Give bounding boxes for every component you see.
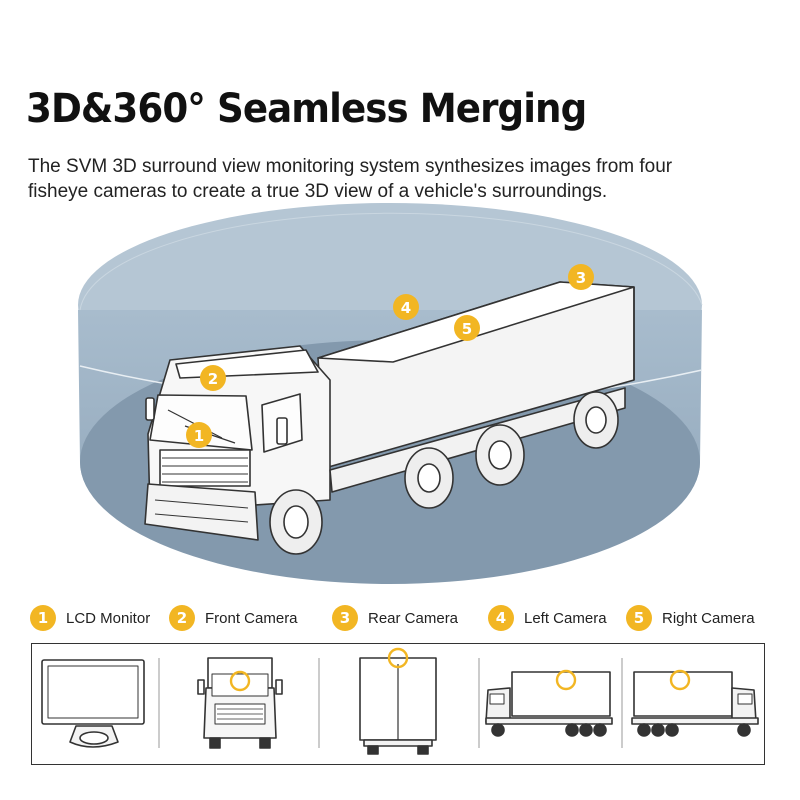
legend-item-left-camera: 4 Left Camera xyxy=(488,604,607,632)
marker-1: 1 xyxy=(186,422,212,448)
rear-camera-highlight xyxy=(387,647,409,669)
rear-camera-truck-rear-icon xyxy=(359,647,437,755)
page-title: 3D&360° Seamless Merging xyxy=(26,86,587,132)
marker-3: 3 xyxy=(568,264,594,290)
badge-2: 2 xyxy=(169,605,195,631)
front-camera-truck-front-icon xyxy=(197,657,283,749)
badge-5: 5 xyxy=(626,605,652,631)
badge-3: 3 xyxy=(332,605,358,631)
legend-label: Rear Camera xyxy=(368,609,459,627)
camera-legend: 1 LCD Monitor 2 Front Camera 3 Rear Came… xyxy=(30,604,780,632)
marker-4: 4 xyxy=(393,294,419,320)
legend-item-lcd-monitor: 1 LCD Monitor xyxy=(30,604,150,632)
left-camera-highlight xyxy=(555,669,577,691)
legend-item-right-camera: 5 Right Camera xyxy=(626,604,755,632)
right-camera-highlight xyxy=(669,669,691,691)
marker-2: 2 xyxy=(200,365,226,391)
svg-text:2: 2 xyxy=(208,370,218,388)
marker-5: 5 xyxy=(454,315,480,341)
component-illustration-strip xyxy=(31,643,765,765)
svg-text:5: 5 xyxy=(462,320,472,338)
legend-item-rear-camera: 3 Rear Camera xyxy=(332,604,458,632)
legend-label: Left Camera xyxy=(524,609,607,627)
svg-text:1: 1 xyxy=(194,427,204,445)
lcd-monitor-icon xyxy=(41,659,145,748)
left-camera-truck-side-icon xyxy=(485,669,613,737)
camera-markers: 1 2 3 4 5 xyxy=(186,264,594,448)
legend-label: LCD Monitor xyxy=(66,609,151,627)
badge-1: 1 xyxy=(30,605,56,631)
svg-text:4: 4 xyxy=(401,299,411,317)
svg-text:3: 3 xyxy=(576,269,586,287)
front-camera-highlight xyxy=(229,670,251,692)
legend-item-front-camera: 2 Front Camera xyxy=(169,604,298,632)
right-camera-truck-side-icon xyxy=(631,669,759,737)
legend-label: Right Camera xyxy=(662,609,755,627)
strip-dividers xyxy=(158,658,623,748)
badge-4: 4 xyxy=(488,605,514,631)
legend-label: Front Camera xyxy=(205,609,298,627)
page-description: The SVM 3D surround view monitoring syst… xyxy=(28,156,673,202)
